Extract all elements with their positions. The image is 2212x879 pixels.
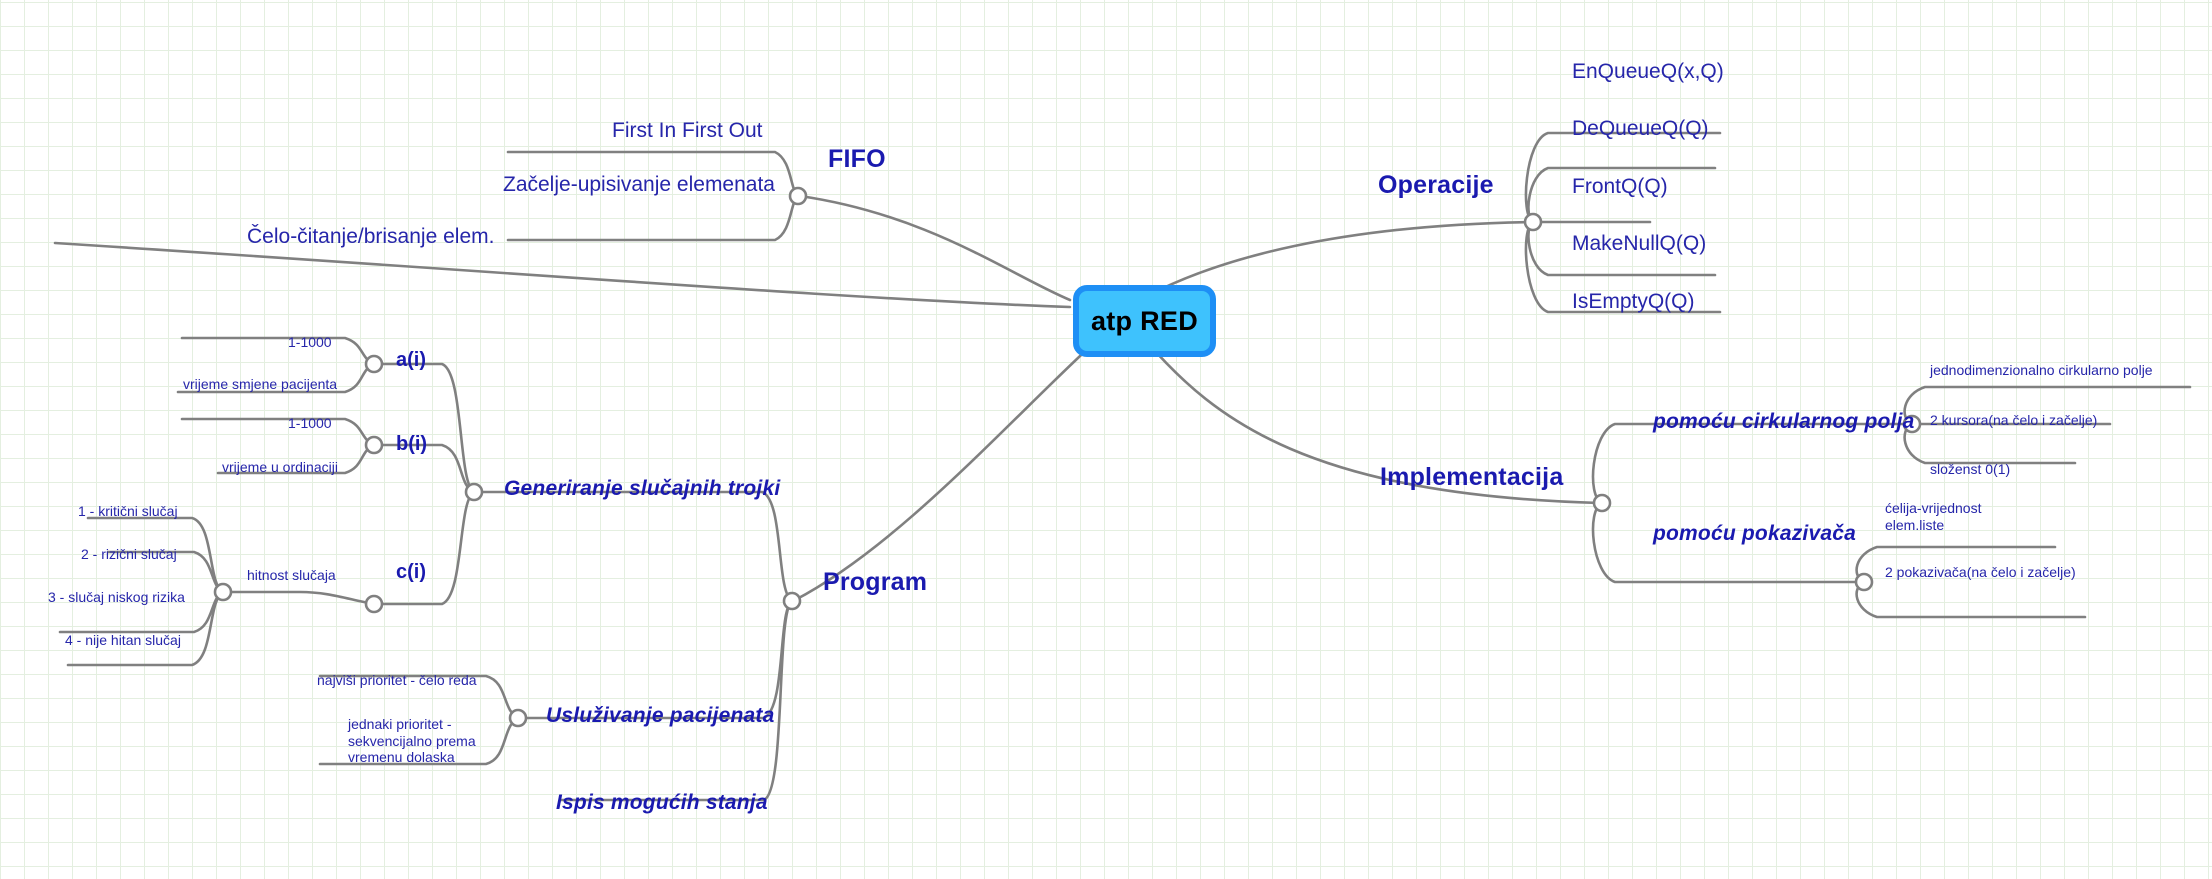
leaf-slozenost-o1[interactable]: složenst 0(1) <box>1930 461 2011 477</box>
root-node-label: atp RED <box>1090 305 1199 336</box>
leaf-2-kursora[interactable]: 2 kursora(na čelo i začelje) <box>1930 412 2098 428</box>
leaf-hitnost-1[interactable]: 1 - kritični slučaj <box>78 503 178 519</box>
node-pomocu-cirkularnog-polja[interactable]: pomoću cirkularnog polja <box>1653 410 1915 433</box>
leaf-first-in-first-out[interactable]: First In First Out <box>612 119 763 142</box>
leaf-jednodimenzionalno-polje[interactable]: jednodimenzionalno cirkularno polje <box>1930 362 2153 378</box>
leaf-zacelje-upisivanje[interactable]: Začelje-upisivanje elemenata <box>503 173 775 196</box>
leaf-celo-citanje-brisanje[interactable]: Čelo-čitanje/brisanje elem. <box>247 225 495 248</box>
node-a-i[interactable]: a(i) <box>396 349 426 371</box>
leaf-hitnost-slucaja[interactable]: hitnost slučaja <box>247 567 336 583</box>
leaf-dequeueq[interactable]: DeQueueQ(Q) <box>1572 117 1709 140</box>
node-ispis-mogucih-stanja[interactable]: Ispis mogućih stanja <box>556 791 768 814</box>
leaf-frontq[interactable]: FrontQ(Q) <box>1572 175 1668 198</box>
branch-fifo-label[interactable]: FIFO <box>828 145 886 173</box>
leaf-hitnost-4[interactable]: 4 - nije hitan slučaj <box>65 632 181 648</box>
branch-operacije-label[interactable]: Operacije <box>1378 171 1494 199</box>
leaf-b-range[interactable]: 1-1000 <box>288 415 332 431</box>
leaf-enqueueq[interactable]: EnQueueQ(x,Q) <box>1572 60 1724 83</box>
leaf-a-range[interactable]: 1-1000 <box>288 334 332 350</box>
leaf-isemptyq[interactable]: IsEmptyQ(Q) <box>1572 290 1695 313</box>
node-generiranje-slucajnih-trojki[interactable]: Generiranje slučajnih trojki <box>504 477 781 500</box>
root-node[interactable]: atp RED <box>1073 285 1216 357</box>
node-c-i[interactable]: c(i) <box>396 561 426 583</box>
leaf-celija-vrijednost[interactable]: ćelija-vrijednost elem.liste <box>1885 500 1982 533</box>
node-usluzivanje-pacijenata[interactable]: Usluživanje pacijenata <box>546 704 775 727</box>
leaf-hitnost-3[interactable]: 3 - slučaj niskog rizika <box>48 589 185 605</box>
branch-implementacija-label[interactable]: Implementacija <box>1380 463 1564 491</box>
leaf-vrijeme-smjene-pacijenta[interactable]: vrijeme smjene pacijenta <box>183 376 338 392</box>
node-pomocu-pokazivaca[interactable]: pomoću pokazivača <box>1653 522 1856 545</box>
leaf-hitnost-2[interactable]: 2 - rizični slučaj <box>81 546 177 562</box>
leaf-makenullq[interactable]: MakeNullQ(Q) <box>1572 232 1707 255</box>
leaf-vrijeme-u-ordinaciji[interactable]: vrijeme u ordinaciji <box>222 459 338 475</box>
leaf-jednaki-prioritet[interactable]: jednaki prioritet - sekvencijalno prema … <box>348 716 476 766</box>
leaf-2-pokazivaca[interactable]: 2 pokazivača(na čelo i začelje) <box>1885 564 2076 580</box>
branch-program-label[interactable]: Program <box>823 568 928 596</box>
leaf-najvisi-prioritet[interactable]: najviši prioritet - čelo reda <box>317 672 477 688</box>
node-b-i[interactable]: b(i) <box>396 433 428 455</box>
